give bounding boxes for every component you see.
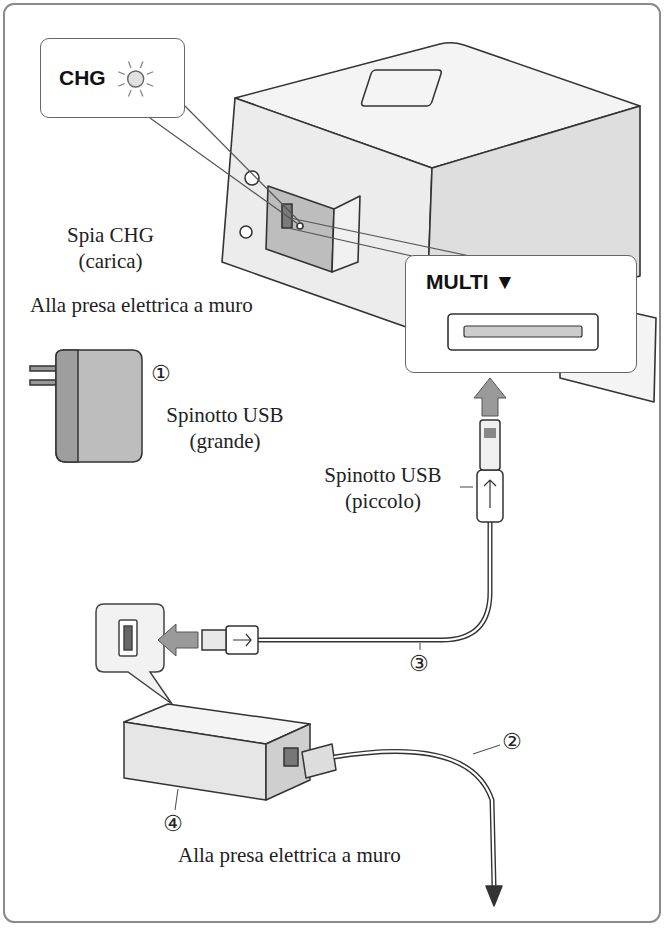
leader-line bbox=[473, 745, 500, 754]
usb-plug-small-body bbox=[477, 470, 503, 522]
lamp-ray bbox=[140, 61, 143, 67]
usb-port-callout bbox=[96, 604, 172, 704]
callout-text: MULTI ▼ bbox=[426, 270, 515, 294]
usb-plug-large bbox=[226, 626, 258, 654]
camera-side bbox=[222, 98, 432, 334]
callout-number: ④ bbox=[163, 810, 183, 838]
usb-icon bbox=[233, 634, 251, 646]
leader-line bbox=[183, 104, 300, 222]
lamp-ray bbox=[118, 84, 124, 87]
lamp-ray bbox=[118, 72, 124, 75]
callout-number: ③ bbox=[409, 650, 429, 678]
adapter-front bbox=[124, 722, 266, 800]
part-label: Spinotto USB (piccolo) bbox=[300, 462, 466, 515]
leader-line bbox=[290, 218, 470, 256]
leader-lines bbox=[150, 104, 470, 256]
part-label: Spinotto USB (grande) bbox=[150, 402, 300, 455]
ac-adapter bbox=[124, 704, 502, 906]
port-opening bbox=[266, 186, 334, 272]
cable-core bbox=[256, 520, 490, 640]
part-label: Spia CHG (carica) bbox=[48, 222, 173, 275]
callout-number: ② bbox=[502, 728, 522, 756]
cord-arrow bbox=[486, 886, 502, 906]
adapter-side bbox=[56, 350, 78, 462]
camera-screw bbox=[240, 226, 252, 238]
leader-line bbox=[175, 789, 178, 810]
callout-number: ① bbox=[151, 360, 171, 388]
camera-top-panel bbox=[361, 70, 443, 106]
insert-arrow bbox=[474, 378, 506, 416]
usb-plug-metal bbox=[202, 630, 226, 650]
camcorder bbox=[222, 43, 656, 402]
lamp-ray bbox=[147, 72, 153, 75]
insert-arrow bbox=[158, 624, 198, 656]
usb-icon bbox=[484, 480, 496, 508]
cable bbox=[256, 520, 490, 640]
usb-plug-small bbox=[480, 420, 500, 470]
ac-adapter-plug bbox=[30, 350, 142, 462]
adapter-body bbox=[56, 350, 142, 462]
lamp-ray bbox=[147, 84, 153, 87]
power-plug bbox=[302, 744, 336, 778]
lamp-ray bbox=[128, 90, 131, 96]
part-label: Alla presa elettrica a muro bbox=[30, 292, 265, 318]
lamp-ray bbox=[140, 90, 143, 96]
leader-line bbox=[150, 118, 298, 224]
leader-line bbox=[419, 643, 420, 650]
plug-prong bbox=[30, 366, 56, 371]
speech-bubble bbox=[96, 604, 172, 704]
terminal-slot bbox=[464, 326, 582, 337]
lamp-ray bbox=[128, 61, 131, 67]
usb-socket-tongue bbox=[124, 626, 132, 650]
multi-terminal bbox=[448, 314, 598, 350]
part-label: Alla presa elettrica a muro bbox=[178, 842, 401, 868]
leader-line bbox=[288, 228, 412, 256]
usb-socket bbox=[119, 620, 137, 656]
port-door bbox=[332, 196, 360, 272]
leader-line bbox=[460, 486, 473, 487]
callout-box: CHG bbox=[40, 38, 185, 118]
plug-prong bbox=[30, 380, 56, 385]
power-socket bbox=[284, 748, 298, 766]
indicator-lamp bbox=[128, 71, 144, 87]
frame bbox=[4, 4, 660, 922]
callout-text: CHG bbox=[59, 66, 106, 90]
usb-plug-contact bbox=[484, 428, 496, 438]
callout-box: MULTI ▼ bbox=[405, 255, 637, 373]
